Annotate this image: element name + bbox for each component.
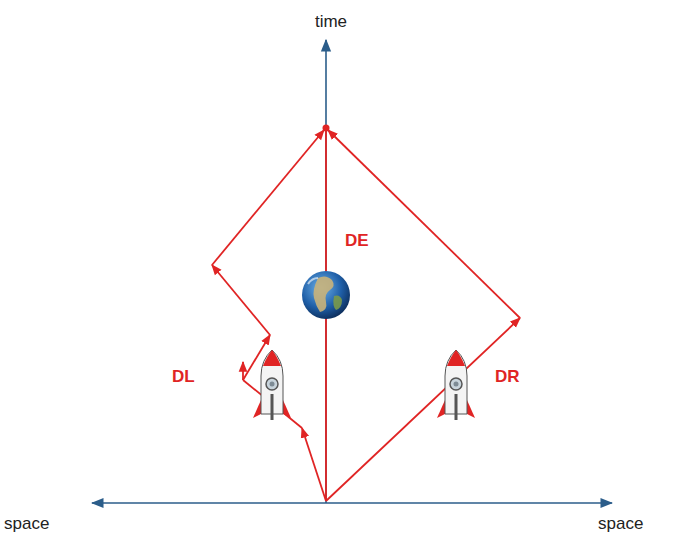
axis-label: time — [315, 12, 347, 32]
path-label: DE — [345, 231, 369, 251]
axis-label: space — [4, 514, 49, 534]
path-label: DL — [172, 367, 195, 387]
left-worldline — [212, 130, 326, 501]
earth-globe — [302, 271, 350, 319]
space-axis — [92, 502, 612, 504]
right-worldline — [326, 130, 520, 501]
rocket — [437, 350, 475, 420]
axis-label: space — [598, 514, 643, 534]
path-label: DR — [495, 367, 520, 387]
rocket — [253, 350, 291, 420]
